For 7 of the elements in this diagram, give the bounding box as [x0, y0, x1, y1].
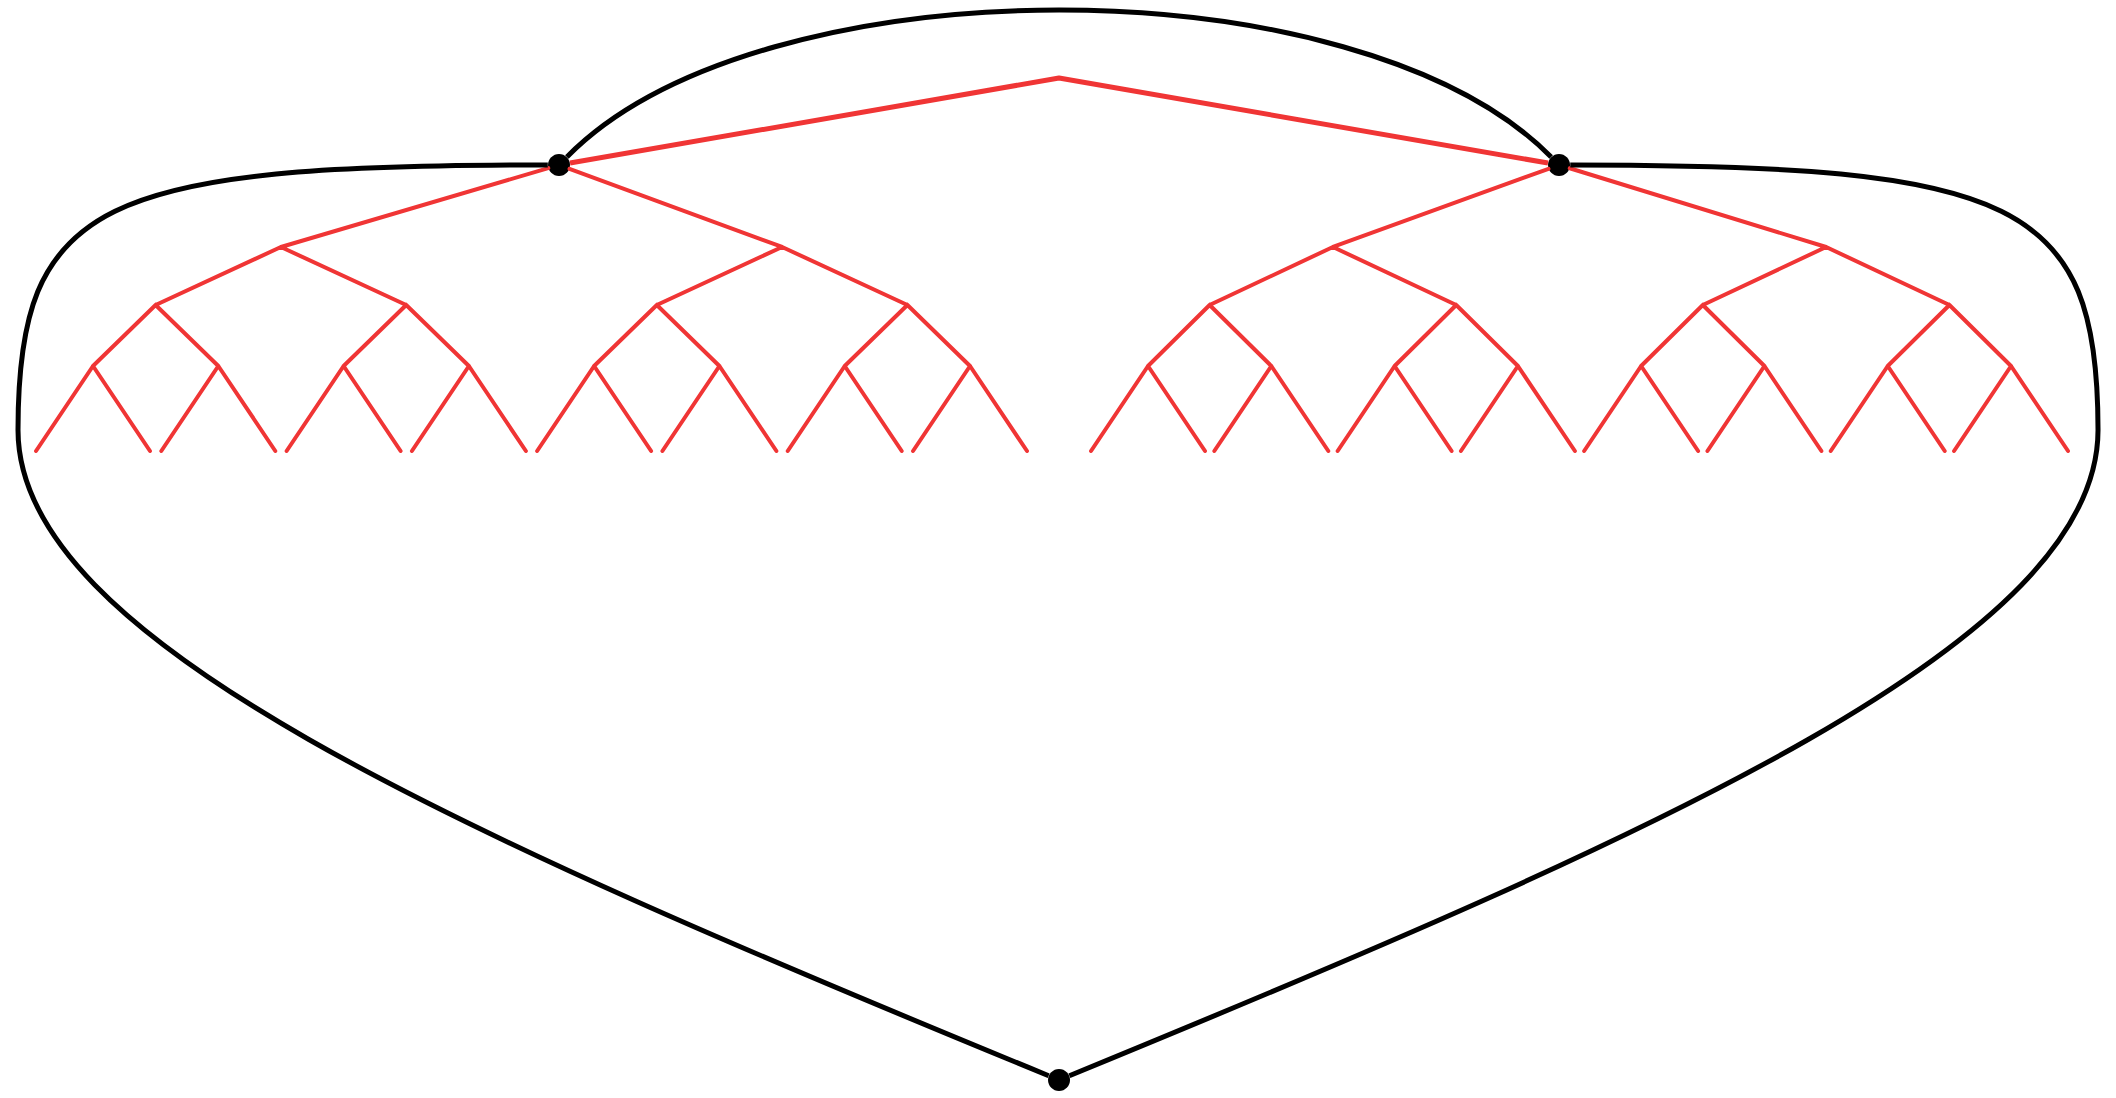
graph-edge [1068, 162, 2101, 1079]
graph-edge [15, 162, 1050, 1079]
graph-edge [569, 75, 1549, 166]
vertex-dot [1548, 154, 1570, 176]
vertex-dot [1048, 1069, 1070, 1091]
graph-edge [565, 7, 1553, 159]
vertex-dot [548, 154, 570, 176]
